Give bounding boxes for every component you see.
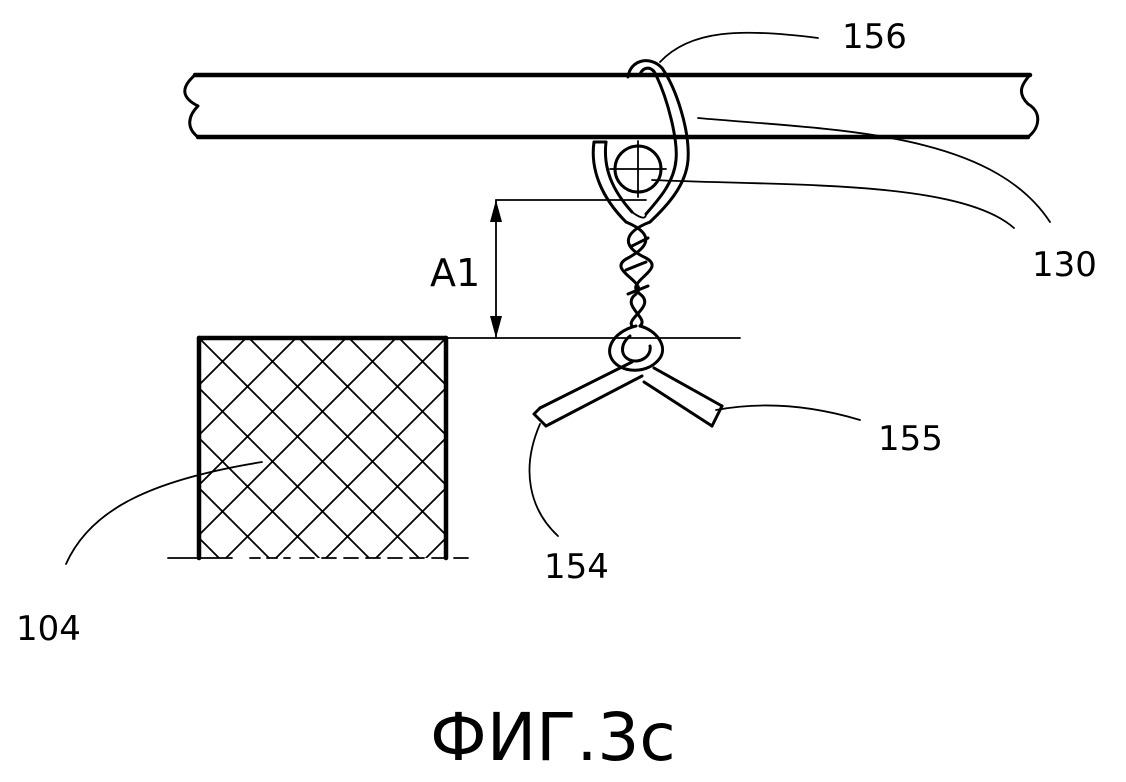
label-a1: A1 — [430, 251, 480, 295]
twisted-wire — [608, 211, 664, 372]
pin-circle — [609, 140, 667, 198]
label-130: 130 — [1032, 245, 1097, 285]
label-154: 154 — [544, 547, 609, 587]
leader-130a — [697, 117, 1051, 223]
leader-155 — [715, 404, 861, 421]
label-104: 104 — [16, 609, 81, 649]
leader-lines — [65, 31, 1051, 565]
rod — [183, 72, 1040, 140]
leader-104 — [65, 461, 263, 565]
leader-154 — [528, 423, 559, 537]
wire-loop — [591, 59, 690, 224]
figure-caption: ФИГ.3с — [430, 699, 676, 776]
leader-130b — [651, 179, 1015, 229]
label-156: 156 — [842, 17, 907, 57]
wire-ends — [532, 360, 724, 428]
hatched-block — [167, 335, 471, 561]
leader-156 — [659, 31, 819, 63]
label-155: 155 — [878, 419, 943, 459]
dimension-a1 — [445, 199, 741, 339]
